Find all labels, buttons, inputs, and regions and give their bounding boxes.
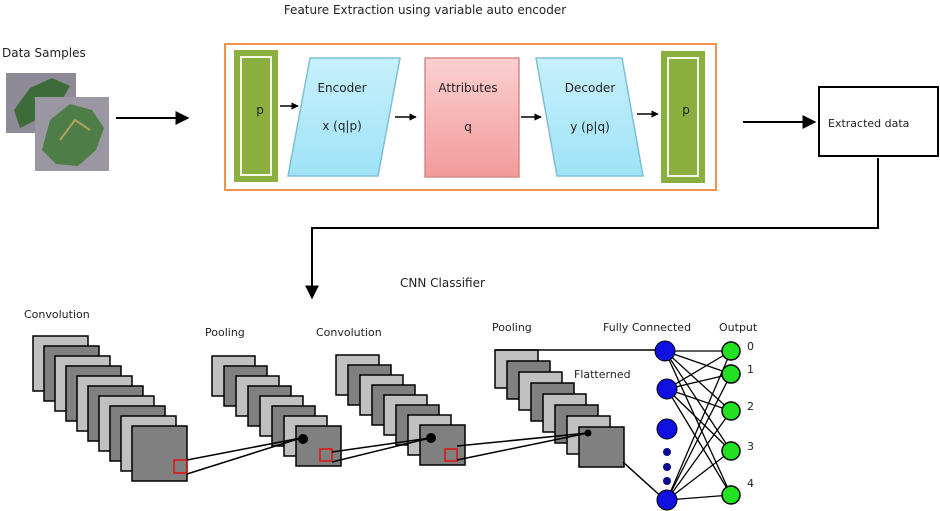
extracted-data-label: Extracted data (828, 117, 909, 130)
extracted-data-box (818, 86, 939, 157)
fc-edge (666, 350, 732, 390)
encoder-formula: x (q|p) (322, 119, 362, 133)
link-line (331, 437, 431, 453)
input-layer-p (234, 50, 278, 182)
link-line (331, 437, 431, 463)
pool-point (298, 434, 308, 444)
fc-node (656, 378, 678, 400)
fc-edge (666, 373, 732, 501)
kernel-window (444, 448, 458, 462)
conv1-map (131, 425, 188, 482)
output-label: Output (719, 321, 758, 334)
fc-edge (666, 450, 732, 501)
kernel-window (173, 459, 188, 474)
pool-point (584, 429, 592, 437)
link-line (186, 437, 302, 461)
input-p-label: p (256, 103, 264, 117)
output-class-label: 3 (747, 440, 754, 453)
link-line (186, 437, 302, 475)
fc-edge (666, 388, 732, 412)
arrow-to-cnn (305, 158, 879, 300)
output-node (721, 441, 741, 461)
nn-nodes: 0 1 2 3 4 (654, 340, 754, 511)
link-line (456, 432, 589, 461)
diagram-title: Feature Extraction using variable auto e… (284, 3, 566, 17)
fc-edge (664, 350, 732, 452)
attributes-title: Attributes (438, 81, 497, 95)
decoder-block (535, 57, 644, 177)
fc-edge (664, 350, 732, 496)
fc-edge (664, 350, 732, 412)
cnn-title: CNN Classifier (400, 276, 485, 290)
stage-label-convolution-2: Convolution (316, 326, 382, 339)
stage-label-pooling-2: Pooling (492, 321, 532, 334)
link-line (456, 432, 589, 447)
stage-label-pooling-1: Pooling (205, 326, 245, 339)
fc-edge (666, 350, 732, 501)
output-class-label: 2 (747, 400, 754, 413)
output-class-label: 1 (747, 363, 754, 376)
autoencoder-frame (224, 43, 717, 191)
fc-edge (666, 494, 732, 501)
feature-map-stacks (32, 335, 625, 482)
pool1-map (295, 425, 342, 467)
encoder-block (287, 57, 401, 177)
output-p-label: p (682, 103, 690, 117)
output-layer-p (661, 51, 705, 183)
fc-edge (666, 388, 732, 496)
fc-edge (664, 350, 732, 375)
fc-label: Fully Connected (603, 321, 691, 334)
output-node (721, 401, 741, 421)
output-class-label: 0 (747, 340, 754, 353)
output-class-label: 4 (747, 477, 754, 490)
flattened-label: Flatterned (574, 368, 631, 381)
pool-point (426, 433, 436, 443)
ellipsis-dot (663, 463, 671, 471)
output-node (721, 485, 741, 505)
fc-edge (666, 388, 732, 452)
fc-node (656, 489, 678, 511)
stage-label-convolution-1: Convolution (24, 308, 90, 321)
fc-node (656, 418, 678, 440)
fc-node (654, 340, 676, 362)
fc-edge (666, 410, 732, 501)
decoder-formula: y (p|q) (570, 120, 610, 134)
leaf-image-2 (35, 97, 109, 171)
receptive-field-links (173, 429, 592, 475)
pool2-map (578, 426, 625, 468)
attributes-var: q (464, 120, 472, 134)
data-samples-label: Data Samples (2, 46, 86, 60)
encoder-title: Encoder (317, 81, 366, 95)
attributes-block (424, 57, 520, 178)
ellipsis-dot (663, 477, 671, 485)
kernel-window (319, 448, 333, 462)
flatten-link (622, 461, 666, 501)
fc-edges (495, 349, 732, 501)
decoder-title: Decoder (565, 81, 616, 95)
output-node (721, 341, 741, 361)
output-node (721, 364, 741, 384)
ellipsis-dot (663, 448, 671, 456)
